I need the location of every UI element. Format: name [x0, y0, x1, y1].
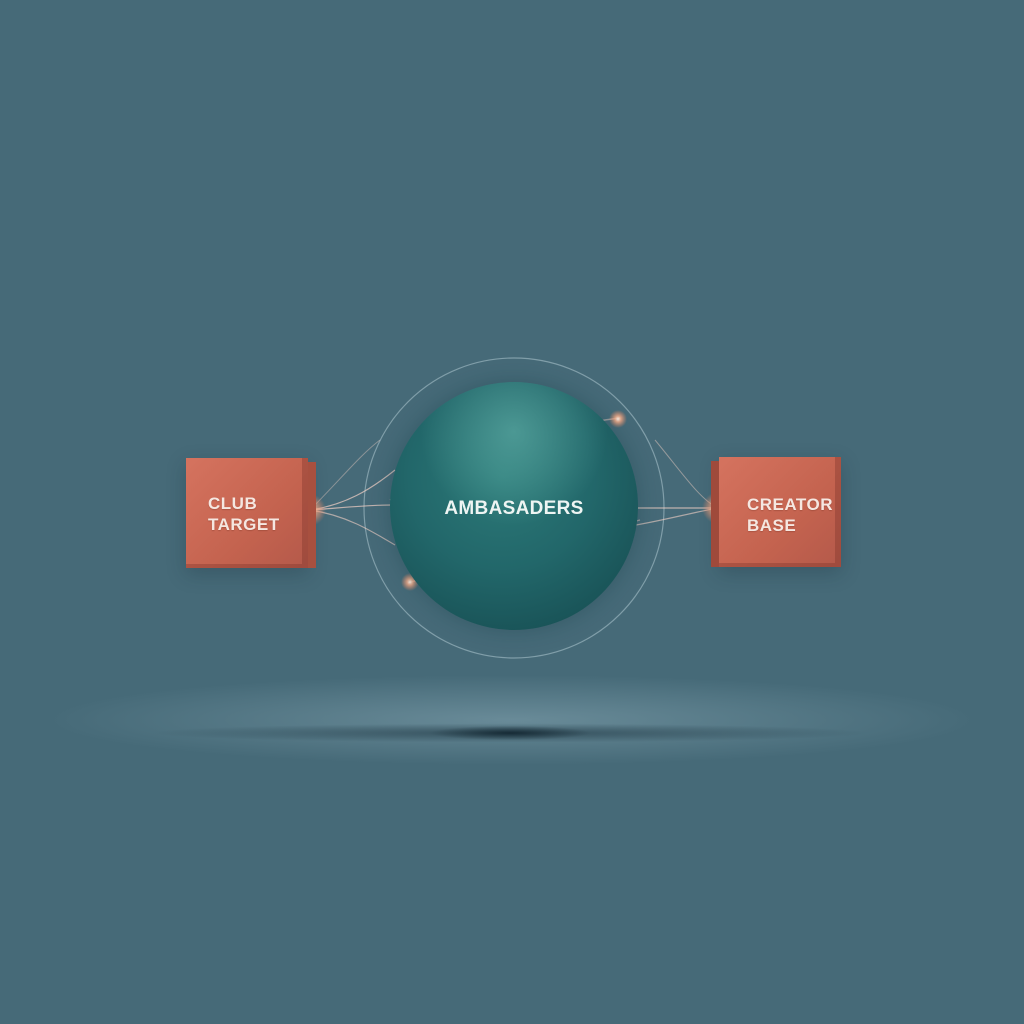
club-target-label: CLUB TARGET	[208, 493, 280, 535]
creator-base-label: CREATOR BASE	[747, 494, 833, 536]
box-side-face	[308, 462, 316, 568]
creator-base-node: CREATOR BASE	[711, 457, 841, 567]
club-target-label-line2: TARGET	[208, 515, 280, 534]
ambassadors-sphere	[390, 382, 638, 630]
ambassadors-label: AMBASADERS	[444, 498, 584, 519]
club-target-node: CLUB TARGET	[186, 458, 316, 568]
club-target-label-line1: CLUB	[208, 494, 258, 513]
creator-base-label-line1: CREATOR	[747, 495, 833, 514]
glow-orbit-top	[609, 410, 627, 428]
sphere-shadow	[410, 722, 610, 744]
creator-base-label-line2: BASE	[747, 516, 797, 535]
box-side-face	[711, 461, 719, 567]
